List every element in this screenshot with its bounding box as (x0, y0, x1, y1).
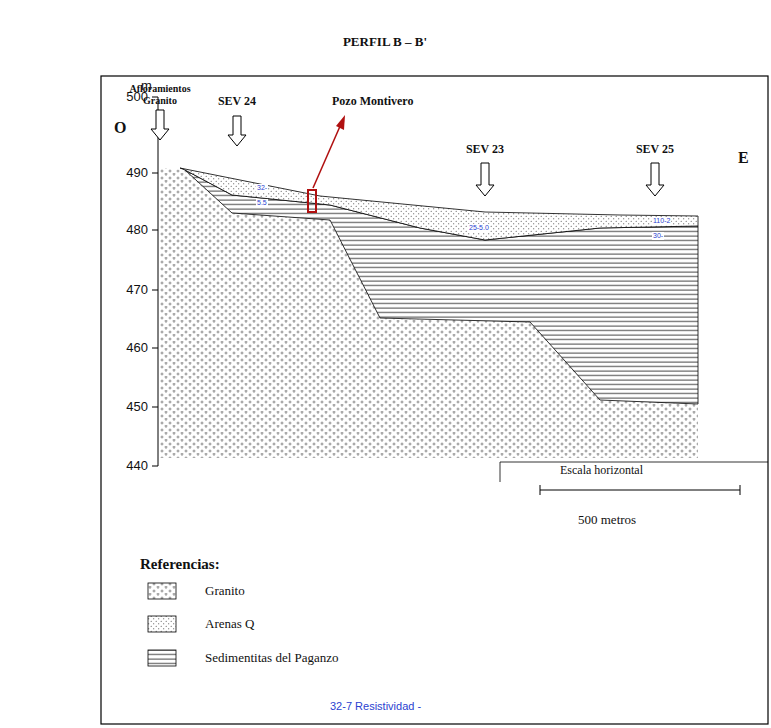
legend-swatch (148, 650, 176, 666)
resistivity-note: 32-7 Resistividad - (330, 700, 421, 713)
well-label: Pozo Montivero (332, 95, 413, 109)
legend-text: Granito (205, 584, 245, 599)
axis-value: 460 (126, 341, 148, 356)
legend-text: Arenas Q (205, 617, 254, 632)
resistivity-value: 30- (652, 232, 664, 240)
sand-layer (180, 168, 698, 240)
well-leader-head (336, 115, 345, 130)
axis-value: 480 (126, 223, 148, 238)
sounding-arrows (151, 110, 664, 196)
resistivity-value: 25-5.0 (468, 224, 490, 232)
orientation-east: E (738, 149, 749, 167)
well-leader (313, 124, 341, 188)
outcrop-label: Afloramientos Granito (118, 83, 202, 106)
resistivity-value: 5.5 (256, 199, 268, 207)
scale-title: Escala horizontal (560, 464, 643, 478)
axis-value: 470 (126, 283, 148, 298)
sounding-label: SEV 24 (218, 95, 256, 109)
legend-swatch (148, 616, 176, 632)
sounding-label: SEV 23 (466, 143, 504, 157)
scale-bar (500, 462, 768, 495)
axis-value: 450 (126, 400, 148, 415)
orientation-west: O (114, 119, 126, 137)
sounding-arrow (228, 116, 246, 146)
legend-swatch (148, 583, 176, 599)
legend-text: Sedimentitas del Paganzo (205, 651, 339, 666)
sounding-arrow (646, 163, 664, 196)
depth-axis (152, 97, 158, 466)
well-marker (308, 190, 316, 212)
resistivity-value: 32- (256, 184, 268, 192)
axis-value: 440 (126, 459, 148, 474)
sounding-arrow (151, 110, 169, 140)
granite-body (160, 168, 698, 458)
sounding-arrow (476, 163, 494, 196)
section-title: PERFIL B – B' (343, 35, 427, 50)
paganzo-layer (185, 170, 698, 404)
sounding-label: SEV 25 (636, 143, 674, 157)
resistivity-value: 110-2 (652, 217, 671, 225)
frame (101, 76, 768, 724)
legend-heading: Referencias: (140, 556, 220, 573)
scale-length: 500 metros (578, 513, 636, 528)
axis-value: 490 (126, 166, 148, 181)
